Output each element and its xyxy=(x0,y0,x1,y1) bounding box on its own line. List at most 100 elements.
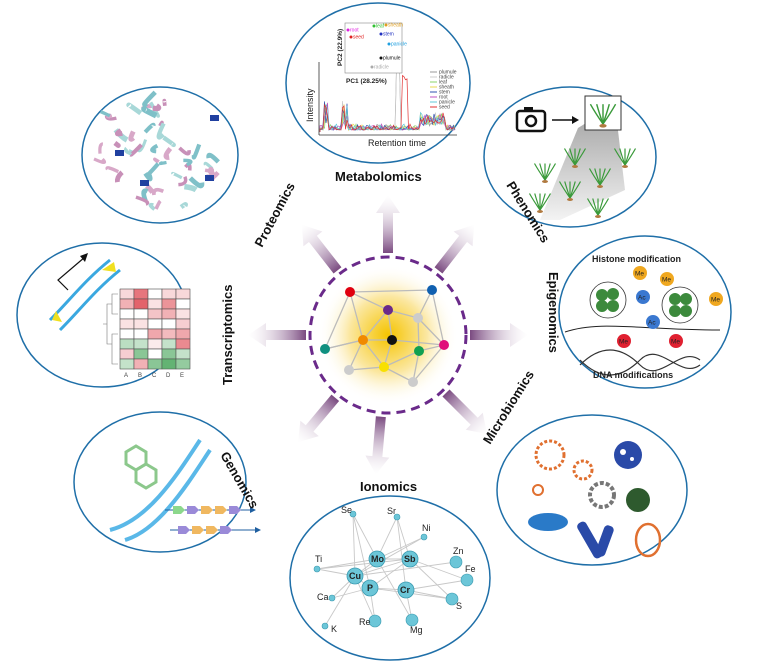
plant-leaf xyxy=(599,168,612,186)
camera-icon xyxy=(515,107,547,133)
ion-edge xyxy=(352,513,371,589)
gene-arrow xyxy=(220,526,232,534)
legend-item: seed xyxy=(439,105,450,111)
mark-label: Me xyxy=(635,271,644,278)
ion-node xyxy=(349,510,357,518)
rice-plant-icon xyxy=(613,148,637,168)
network-edge xyxy=(417,289,433,319)
heatmap-cell xyxy=(119,308,135,320)
protein-helix xyxy=(183,158,193,167)
network-node xyxy=(379,362,389,372)
label-metabolomics: Metabolomics xyxy=(335,169,422,184)
heatmap-cell xyxy=(133,348,149,360)
panel-ellipse xyxy=(81,86,239,224)
heatmap-column-label: A xyxy=(124,373,128,379)
protein-helix xyxy=(113,140,121,148)
ion-label: Ti xyxy=(315,554,322,564)
methyl-mark xyxy=(633,266,647,280)
heatmap-cell xyxy=(161,348,177,360)
plant-leaf xyxy=(597,198,610,216)
ion-node-large xyxy=(368,550,386,568)
plant-pot xyxy=(622,165,628,168)
pca-point xyxy=(384,23,388,27)
heatmap-cell xyxy=(119,348,135,360)
mark-label: Ac xyxy=(638,295,646,302)
protein-helix xyxy=(179,202,188,210)
pca-label: panicle xyxy=(391,42,407,48)
ion-node xyxy=(420,533,428,541)
ion-edge xyxy=(316,558,378,570)
heatmap-cell xyxy=(119,318,135,330)
plant-pot xyxy=(537,210,543,213)
pca-point xyxy=(387,42,391,46)
pca-pc1: PC1 (28.25%) xyxy=(346,78,387,85)
arrow-top xyxy=(376,195,400,253)
histone-cores xyxy=(596,288,692,317)
protein-helix xyxy=(206,152,220,164)
pca-point xyxy=(372,24,376,28)
protein-helix xyxy=(128,143,143,157)
center-glow xyxy=(318,265,458,405)
protein-sheet xyxy=(115,150,124,156)
pca-label: radicle xyxy=(374,65,389,71)
mark-label: Me xyxy=(662,277,671,284)
arrow-right-icon xyxy=(552,116,579,124)
gene-track-arrowhead xyxy=(250,507,256,513)
dna-double-helix xyxy=(579,349,701,376)
heatmap-cell xyxy=(161,318,177,330)
protein-helix xyxy=(135,195,150,206)
plant-leaf xyxy=(574,148,587,166)
network-node xyxy=(383,305,393,315)
rice-plant-icon xyxy=(528,193,552,213)
plant-leaf xyxy=(624,148,637,166)
camera-field-of-view xyxy=(540,105,625,220)
ion-edge xyxy=(409,558,453,600)
label-proteomics: Proteomics xyxy=(251,180,297,250)
arrow-prot xyxy=(301,224,342,274)
network-edge xyxy=(348,366,385,371)
gene-arrow xyxy=(178,526,190,534)
panel-ellipse xyxy=(289,495,491,661)
heatmap-column-label: B xyxy=(138,373,142,379)
plant-pot xyxy=(542,180,548,183)
protein-helix xyxy=(149,101,160,118)
protein-helix xyxy=(152,187,165,196)
pca-point xyxy=(379,32,383,36)
plant-pot xyxy=(595,215,601,218)
ion-edge xyxy=(405,579,468,591)
legend-item: plumule xyxy=(439,70,457,76)
ion-node xyxy=(321,622,329,630)
network-edge xyxy=(362,309,389,341)
protein-helix xyxy=(163,146,173,160)
network-edge xyxy=(349,291,364,341)
heatmap-cell xyxy=(161,338,177,350)
label-transcriptomics: Transcriptomics xyxy=(220,285,235,385)
plant-pot xyxy=(597,185,603,188)
rice-plant-icon xyxy=(586,198,610,218)
label-ionomics: Ionomics xyxy=(360,479,417,494)
network-node xyxy=(358,335,368,345)
legend-item: leaf xyxy=(439,80,448,86)
protein-helix xyxy=(156,122,166,140)
protein-helix xyxy=(142,90,157,107)
network-edge xyxy=(412,344,445,383)
protein-helix xyxy=(148,202,156,211)
protein-sheet xyxy=(140,180,149,186)
ion-node-large xyxy=(401,550,419,568)
ion-edge xyxy=(354,536,425,577)
heatmap-cell xyxy=(133,338,149,350)
methyl-mark xyxy=(617,334,631,348)
ion-edge xyxy=(409,558,468,581)
y-axis-label: Intensity xyxy=(305,88,315,122)
gene-arrow xyxy=(229,506,241,514)
ion-node-large xyxy=(346,567,364,585)
heatmap-cell xyxy=(161,298,177,310)
x-axis-label: Retention time xyxy=(368,138,426,148)
ion-edge xyxy=(316,558,411,570)
arrow-epi xyxy=(470,323,528,347)
heatmap-cell xyxy=(147,308,163,320)
transcription-arrow-icon xyxy=(57,253,88,291)
